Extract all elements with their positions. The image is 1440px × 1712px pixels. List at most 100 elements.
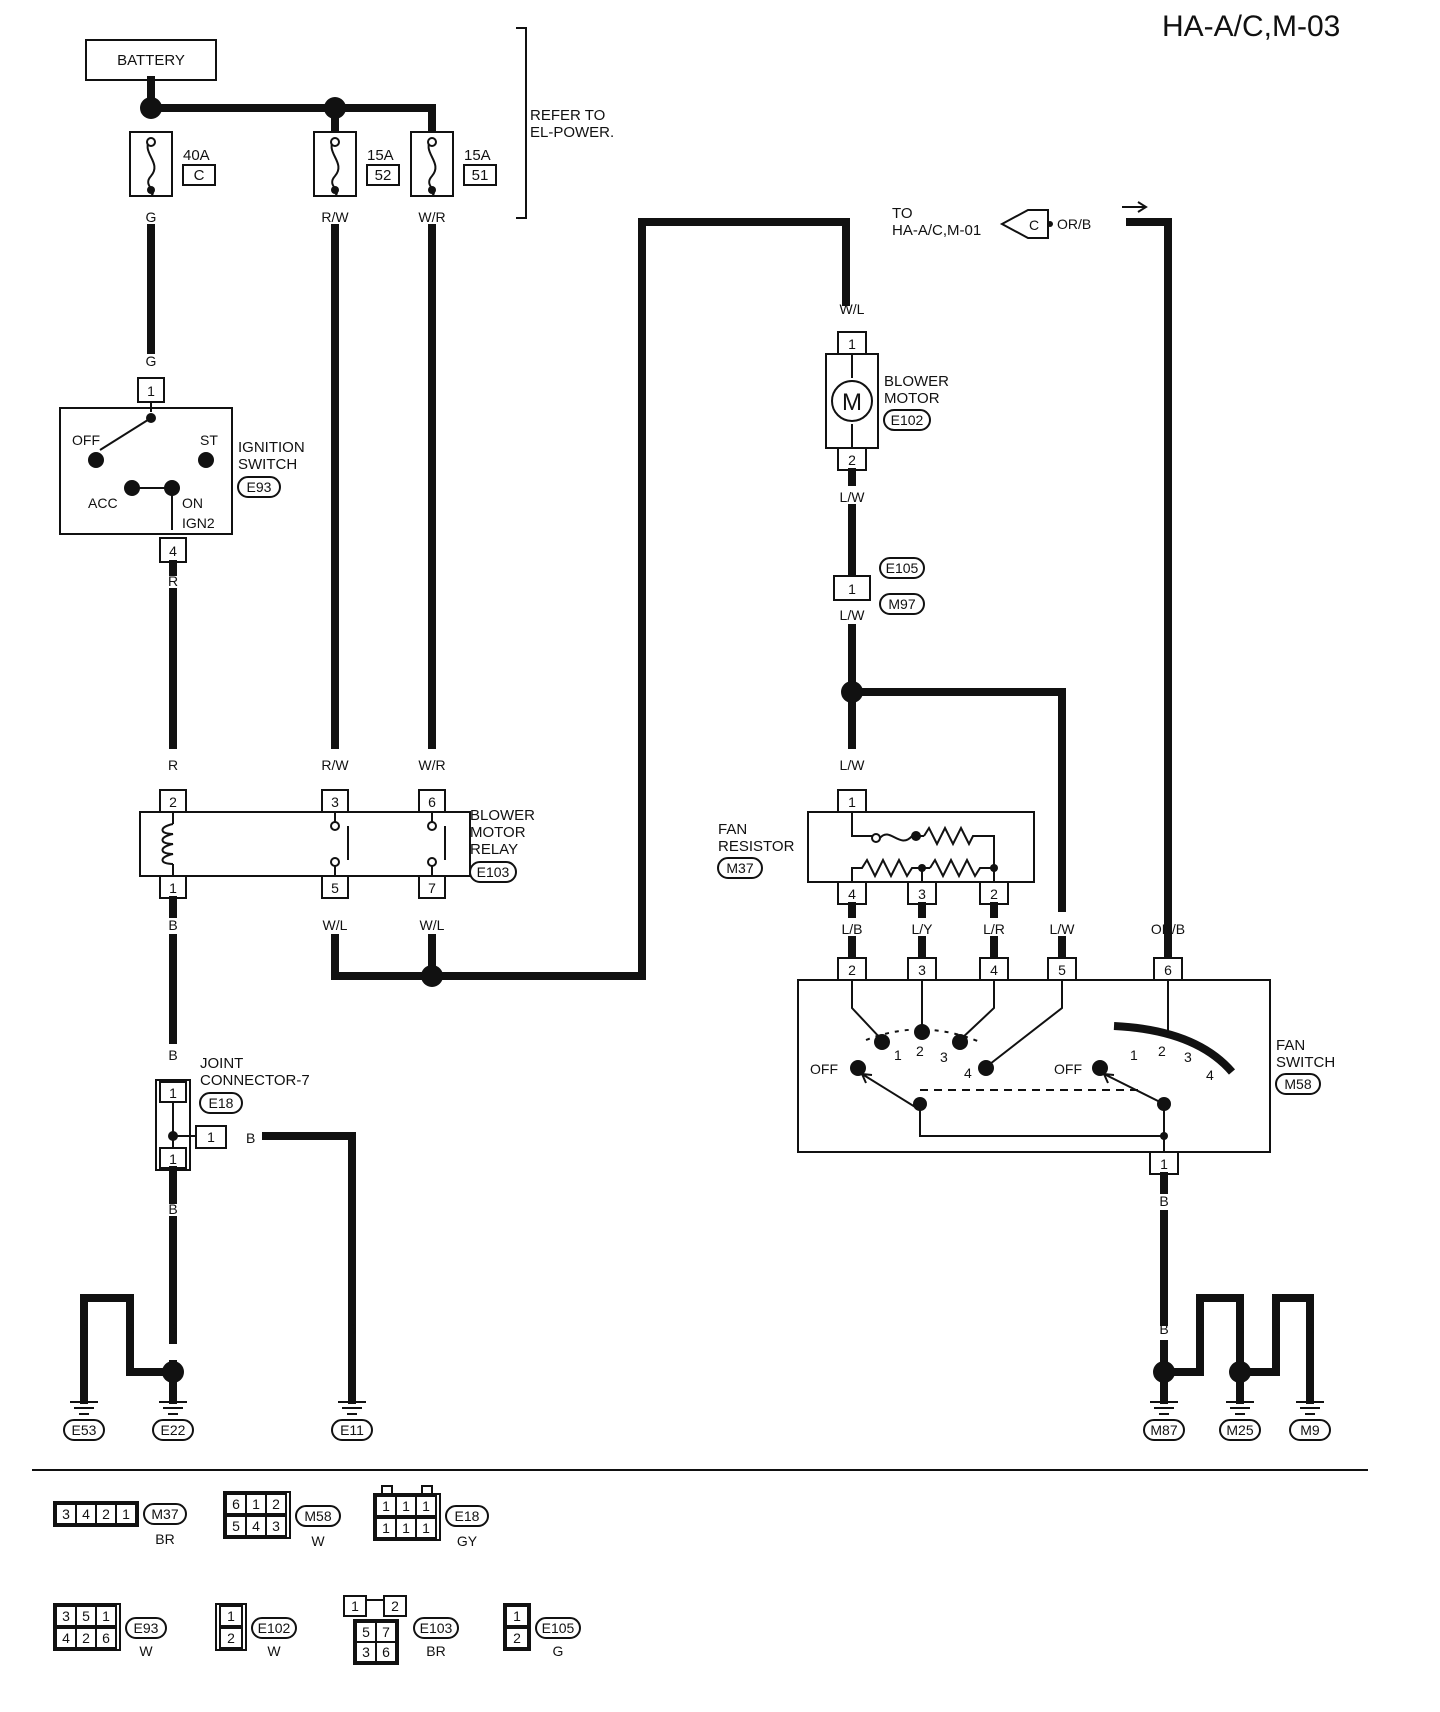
svg-text:1: 1 [382,1498,390,1514]
connector-face-e105: 1 2 E105 G [503,1603,581,1659]
svg-text:2: 2 [227,1630,235,1646]
resistor-name-line2: RESISTOR [718,838,795,855]
blower-motor-relay: 2 3 6 1 5 7 [139,789,471,899]
wire-lw-bypass [848,688,1066,912]
connector-id: E105 [542,1620,575,1636]
motor-symbol: M [842,389,862,416]
wire-color-label: B [1159,1193,1168,1209]
splice-dot [421,965,443,987]
switch-position-1: 1 [894,1047,902,1063]
pin-number: 4 [848,886,856,902]
ignition-st-label: ST [200,432,218,448]
connector-color: W [267,1643,281,1659]
connector-id: M58 [1284,1076,1311,1092]
arrow-icon [1122,201,1148,213]
pin-number: 3 [918,962,926,978]
svg-text:2: 2 [82,1630,90,1646]
connector-id: E93 [134,1620,159,1636]
pin-number: 5 [1058,962,1066,978]
connector-id: E105 [886,560,919,576]
wire-color-label: L/W [1050,921,1076,937]
pin-number: 1 [147,383,155,399]
fuse-amps: 40A [183,147,210,164]
switch-position-4: 4 [1206,1067,1214,1083]
ignition-acc-label: ACC [88,495,118,511]
ground-id: E11 [340,1422,364,1438]
wire-color-label: B [79,1321,88,1337]
wire-wl-to-blower [331,218,850,980]
connector-id: M58 [304,1508,331,1524]
pin-number: 1 [169,1151,177,1167]
svg-text:3: 3 [62,1608,70,1624]
svg-text:6: 6 [102,1630,110,1646]
pin-number: 3 [331,794,339,810]
connector-color: W [139,1643,153,1659]
resistor-name-line1: FAN [718,821,747,838]
wire-color-label: W/L [420,917,445,933]
svg-text:1: 1 [422,1498,430,1514]
connector-id: E102 [891,412,924,428]
pin-number: 2 [169,794,177,810]
joint-name-line2: CONNECTOR-7 [200,1072,310,1089]
wire-color-label: L/W [840,489,866,505]
wire-color-label: R/W [321,209,349,225]
wire-color-label: G [146,209,157,225]
wire-color-label: B [1195,1321,1204,1337]
svg-text:3: 3 [362,1644,370,1660]
switch-position-2: 2 [1158,1043,1166,1059]
wire-color-label: L/Y [911,921,933,937]
fan-switch: 2 3 4 5 6 1 2 3 4 OFF OFF 1 2 3 4 [797,957,1271,1175]
switch-off-label: OFF [810,1061,838,1077]
connector-id: E102 [258,1620,291,1636]
ground-symbol: M87 [1143,1401,1185,1441]
splice-dot [162,1361,184,1383]
ground-id: M87 [1150,1422,1177,1438]
fan-resistor: 1 4 3 2 [807,789,1035,905]
wire-color-label: W/R [418,757,445,773]
ground-symbol: M25 [1219,1401,1261,1441]
connector-oval [879,557,925,579]
svg-text:2: 2 [391,1598,399,1614]
wire-color-label: R [168,757,178,773]
connector-face-m37: 3 4 2 1 M37 BR [53,1501,187,1547]
pin-number: 2 [990,886,998,902]
connector-face-e102: 1 2 E102 W [215,1603,297,1659]
svg-text:2: 2 [102,1506,110,1522]
pin-number: 6 [428,794,436,810]
wire-color-label: OR/B [1057,216,1091,232]
connector-oval [883,409,931,431]
battery-bus-wire [147,76,436,132]
pin-number: 6 [1164,962,1172,978]
wire-color-label: B [347,1321,356,1337]
wire-b-to-m9 [1236,1294,1314,1404]
blower-name-line2: MOTOR [884,390,940,407]
pin-number: 1 [169,880,177,896]
wire-b-to-e11 [262,1132,356,1404]
svg-text:4: 4 [82,1506,90,1522]
to-ref-line2: HA-A/C,M-01 [892,222,981,239]
blower-name-line1: BLOWER [884,373,949,390]
fuse-id: C [194,167,205,184]
svg-text:3: 3 [62,1506,70,1522]
pin-number: 2 [848,962,856,978]
battery-label: BATTERY [117,52,185,69]
svg-text:1: 1 [122,1506,130,1522]
svg-text:6: 6 [382,1644,390,1660]
relay-name-line2: MOTOR [470,824,526,841]
wire-orb [1126,218,1172,964]
connector-face-e18: 1 1 1 1 1 1 E18 GY [373,1485,489,1549]
ignition-name-line2: SWITCH [238,456,297,473]
pin-number: 3 [918,886,926,902]
wire-color-label: R [168,573,178,589]
fuse-amps: 15A [367,147,394,164]
svg-text:5: 5 [82,1608,90,1624]
fuse-15a-52: 15A 52 [313,131,400,197]
connector-color: W [311,1533,325,1549]
splice-dot [1047,221,1053,227]
connector-color: GY [457,1533,478,1549]
svg-text:6: 6 [232,1496,240,1512]
wire-color-label: B [1235,1321,1244,1337]
off-page-connector-id: C [1029,217,1039,233]
connector-oval [469,861,517,883]
connector-color: G [553,1643,564,1659]
